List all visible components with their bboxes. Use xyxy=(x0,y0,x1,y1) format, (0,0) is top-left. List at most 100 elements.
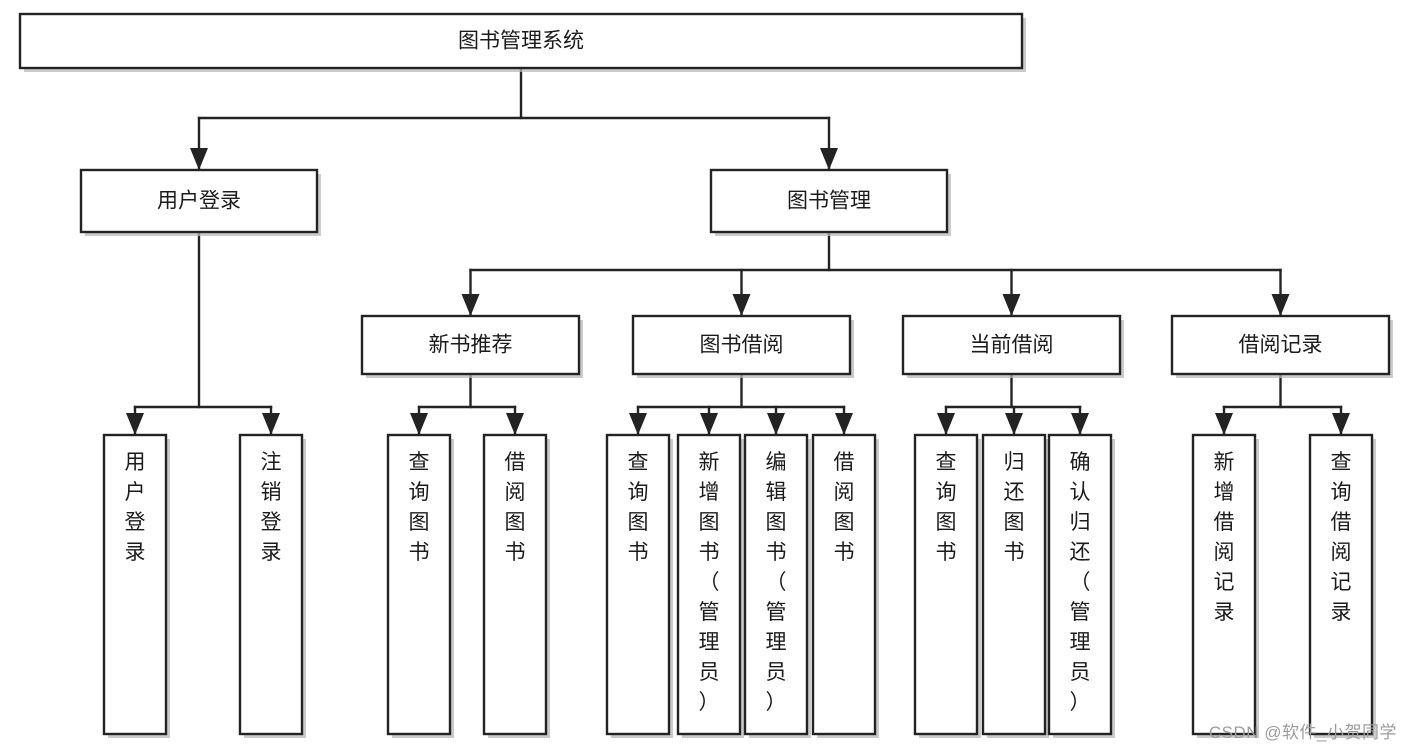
node-label-char: 还 xyxy=(1004,481,1025,504)
node-label-char: 录 xyxy=(1214,601,1235,624)
node-label-char: （ xyxy=(766,571,787,594)
node-label-char: 管 xyxy=(699,601,720,624)
node-label-char: 询 xyxy=(936,481,957,504)
node-label-char: 理 xyxy=(699,631,720,654)
node-leaf-user-logout[interactable]: 注销登录注销登录 xyxy=(238,433,306,738)
node-book-borrow[interactable]: 图书借阅 xyxy=(631,314,854,378)
node-label-char: 查 xyxy=(628,451,649,474)
node-label-char: 图 xyxy=(1004,511,1025,534)
node-label-char: 管 xyxy=(766,601,787,624)
node-label-char: 记 xyxy=(1214,571,1235,594)
node-box xyxy=(18,12,1024,70)
node-label-char: （ xyxy=(699,571,720,594)
node-label-char: 查 xyxy=(936,451,957,474)
node-leaf-user-login[interactable]: 用户登录用户登录 xyxy=(102,433,170,738)
node-label-char: 询 xyxy=(1331,481,1352,504)
arrow-head-icon xyxy=(835,413,853,435)
arrow-head-icon xyxy=(1215,413,1233,435)
node-label-char: 图 xyxy=(766,511,787,534)
node-label-char: 书 xyxy=(628,541,649,564)
node-box xyxy=(901,314,1122,376)
node-label-char: 理 xyxy=(766,631,787,654)
node-box xyxy=(676,433,742,736)
node-label-char: 销 xyxy=(261,481,282,504)
node-user-login[interactable]: 用户登录 xyxy=(79,168,321,236)
node-box xyxy=(913,433,979,736)
node-label-char: 登 xyxy=(261,511,282,534)
arrow-head-icon xyxy=(190,148,208,170)
node-label-char: 员 xyxy=(766,661,787,684)
node-label-char: 书 xyxy=(936,541,957,564)
node-box xyxy=(1047,433,1113,736)
node-label-char: 阅 xyxy=(505,481,526,504)
node-borrow-record[interactable]: 借阅记录 xyxy=(1170,314,1393,378)
node-label-char: 管 xyxy=(1070,601,1091,624)
node-box xyxy=(386,433,452,736)
node-root[interactable]: 图书管理系统 xyxy=(18,12,1026,72)
node-label: 图书管理系统 xyxy=(458,30,584,53)
node-label-char: 新 xyxy=(1214,451,1235,474)
node-leaf-query-record[interactable]: 查询借阅记录查询借阅记录 xyxy=(1308,433,1376,738)
node-leaf-query-book-3[interactable]: 查询图书查询图书 xyxy=(913,433,981,738)
node-label-char: 录 xyxy=(261,541,282,564)
arrow-head-icon xyxy=(820,148,838,170)
node-label-char: 还 xyxy=(1070,541,1091,564)
node-leaf-query-book-2[interactable]: 查询图书查询图书 xyxy=(605,433,673,738)
node-label-char: （ xyxy=(1070,571,1091,594)
node-box xyxy=(1308,433,1374,736)
node-label-char: ） xyxy=(699,691,720,714)
node-label-char: 记 xyxy=(1331,571,1352,594)
node-label-char: 编 xyxy=(766,451,787,474)
node-label-char: 新 xyxy=(699,451,720,474)
node-label: 图书管理 xyxy=(787,190,871,213)
node-leaf-query-book-1[interactable]: 查询图书查询图书 xyxy=(386,433,454,738)
edges-layer xyxy=(126,66,1350,436)
node-box xyxy=(238,433,304,736)
node-box xyxy=(743,433,809,736)
node-label: 新书推荐 xyxy=(429,334,513,357)
node-label: 图书借阅 xyxy=(700,334,784,357)
node-label: 借阅记录 xyxy=(1239,334,1323,357)
node-box xyxy=(709,168,949,234)
node-label-char: 理 xyxy=(1070,631,1091,654)
node-label: 用户登录 xyxy=(157,190,241,213)
arrow-head-icon xyxy=(629,413,647,435)
node-leaf-borrow-book-2[interactable]: 借阅图书借阅图书 xyxy=(811,433,879,738)
node-label-char: 阅 xyxy=(1214,541,1235,564)
node-label-char: 图 xyxy=(505,511,526,534)
arrow-head-icon xyxy=(506,413,524,435)
node-label-char: 图 xyxy=(834,511,855,534)
arrow-head-icon xyxy=(1332,413,1350,435)
node-label-char: 图 xyxy=(628,511,649,534)
node-label-char: 阅 xyxy=(834,481,855,504)
node-label-char: 员 xyxy=(1070,661,1091,684)
node-label-char: ） xyxy=(1070,691,1091,714)
node-book-management[interactable]: 图书管理 xyxy=(709,168,951,236)
node-leaf-borrow-book-1[interactable]: 借阅图书借阅图书 xyxy=(482,433,550,738)
node-box xyxy=(482,433,548,736)
arrow-head-icon xyxy=(461,294,480,316)
node-label-char: 登 xyxy=(125,511,146,534)
arrow-head-icon xyxy=(937,413,955,435)
node-label-char: 认 xyxy=(1070,481,1091,504)
node-new-book-recommend[interactable]: 新书推荐 xyxy=(360,314,583,378)
node-box xyxy=(1170,314,1391,376)
node-label-char: 书 xyxy=(699,541,720,564)
arrow-head-icon xyxy=(732,294,751,316)
arrow-head-icon xyxy=(767,413,785,435)
node-label-char: 录 xyxy=(1331,601,1352,624)
node-label-char: 员 xyxy=(699,661,720,684)
node-label-char: 借 xyxy=(834,451,855,474)
node-label-char: 增 xyxy=(1214,481,1235,504)
node-label-char: 借 xyxy=(1214,511,1235,534)
arrow-head-icon xyxy=(262,413,280,435)
node-leaf-add-record[interactable]: 新增借阅记录新增借阅记录 xyxy=(1191,433,1259,738)
node-label: 当前借阅 xyxy=(970,334,1054,357)
node-current-borrow[interactable]: 当前借阅 xyxy=(901,314,1124,378)
node-leaf-return-book[interactable]: 归还图书归还图书 xyxy=(981,433,1049,738)
